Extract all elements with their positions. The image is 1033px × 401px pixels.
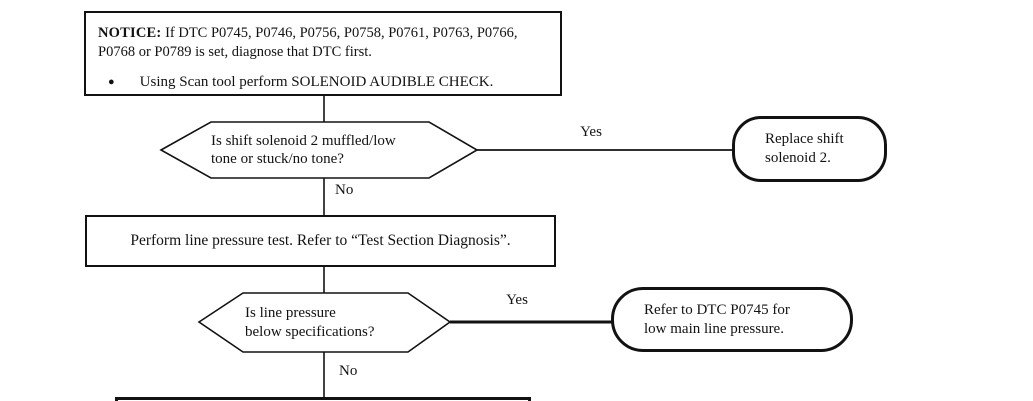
terminal-refer-dtc-p0745: Refer to DTC P0745 for low main line pre… <box>611 287 853 352</box>
decision2-line2: below specifications? <box>245 323 375 340</box>
terminal2-line1: Refer to DTC P0745 for <box>644 301 790 318</box>
notice-box: NOTICE: If DTC P0745, P0746, P0756, P075… <box>84 11 562 96</box>
bullet-icon: ● <box>108 75 115 88</box>
notice-label: NOTICE: <box>98 25 162 41</box>
terminal2-line2: low main line pressure. <box>644 320 784 337</box>
notice-text: If DTC P0745, P0746, P0756, P0758, P0761… <box>98 25 518 60</box>
decision1-line2: tone or stuck/no tone? <box>211 151 344 167</box>
decision2-yes-label: Yes <box>506 292 528 308</box>
terminal-replace-solenoid: Replace shift solenoid 2. <box>732 116 887 182</box>
decision2-text: Is line pressure below specifications? <box>245 293 415 352</box>
decision1-line1: Is shift solenoid 2 muffled/low <box>211 132 396 149</box>
notice-bullet-row: ● Using Scan tool perform SOLENOID AUDIB… <box>98 73 550 93</box>
decision2-line1: Is line pressure <box>245 305 336 322</box>
process-line-pressure-test: Perform line pressure test. Refer to “Te… <box>85 215 556 267</box>
decision1-text: Is shift solenoid 2 muffled/low tone or … <box>211 122 437 178</box>
notice-bullet-text: Using Scan tool perform SOLENOID AUDIBLE… <box>139 73 494 90</box>
notice-paragraph: NOTICE: If DTC P0745, P0746, P0756, P075… <box>98 24 550 62</box>
next-step-box-partial <box>115 397 531 401</box>
terminal1-line2: solenoid 2. <box>765 150 831 166</box>
decision1-yes-label: Yes <box>580 124 602 140</box>
process1-text: Perform line pressure test. Refer to “Te… <box>130 232 511 249</box>
terminal1-line1: Replace shift <box>765 131 844 148</box>
decision2-no-label: No <box>339 363 358 379</box>
decision1-no-label: No <box>335 182 354 198</box>
